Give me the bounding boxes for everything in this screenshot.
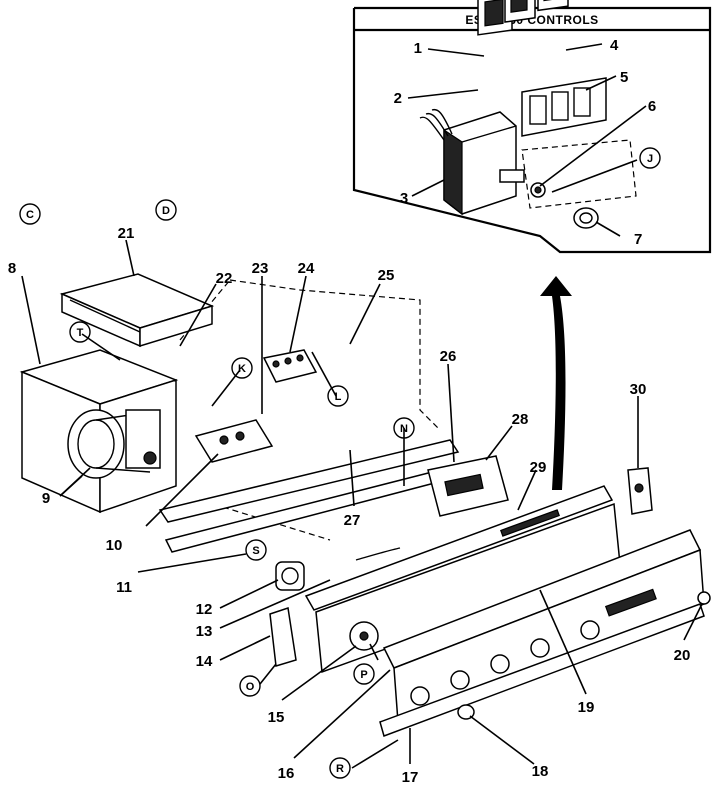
callout-24: 24 [298,260,315,277]
front-trim [379,529,705,737]
infinite-switch [419,108,525,216]
svg-text:T: T [77,327,84,339]
svg-text:D: D [162,205,170,217]
svg-text:R: R [336,763,344,775]
callout-3: 3 [400,190,408,207]
callout-18: 18 [532,763,549,780]
callout-25: 25 [378,267,395,284]
circle-label-l: L [327,385,349,407]
circled-labels: C D T K L N S O [19,147,661,779]
callout-27: 27 [344,512,361,529]
rocker-switches [477,0,569,36]
callout-21: 21 [118,225,135,242]
callout-1: 1 [414,40,422,57]
small-parts [269,547,711,720]
callout-26: 26 [440,348,457,365]
transformer-housing [59,273,215,348]
relay-board [194,419,274,463]
callout-12: 12 [196,601,213,618]
svg-text:N: N [400,423,408,435]
svg-text:O: O [246,681,255,693]
circle-label-c: C [19,203,41,225]
callout-5: 5 [620,69,628,86]
callout-9: 9 [42,490,50,507]
control-panel [304,485,621,674]
svg-text:J: J [647,153,653,165]
circle-label-d: D [155,199,177,221]
svg-text:K: K [238,363,246,375]
svg-text:P: P [360,669,367,681]
callout-28: 28 [512,411,529,428]
circle-label-n: N [393,417,415,439]
callout-30: 30 [630,381,647,398]
svg-text:C: C [26,209,34,221]
callout-17: 17 [402,769,419,786]
callout-8: 8 [8,260,16,277]
inset-panel: ESCCV30 CONTROLS [352,0,712,254]
callout-11: 11 [116,579,132,596]
svg-text:L: L [335,391,342,403]
callout-labels: 1 2 3 4 5 6 7 8 9 10 11 12 13 14 15 16 1… [8,37,691,786]
circle-label-r: R [329,757,351,779]
support-rail [158,439,460,553]
circle-label-j: J [639,147,661,169]
leader-lines [21,43,703,769]
circle-label-o: O [239,675,261,697]
circle-label-s: S [245,539,267,561]
callout-10: 10 [106,537,123,554]
svg-text:S: S [252,545,259,557]
callout-7: 7 [634,231,642,248]
callout-16: 16 [278,765,295,782]
callout-29: 29 [530,459,547,476]
callout-14: 14 [196,653,213,670]
terminal-block [262,349,318,383]
switch-bracket [521,77,607,137]
callout-20: 20 [674,647,691,664]
up-arrow [540,276,572,490]
end-bracket [627,467,653,515]
callout-6: 6 [648,98,656,115]
callout-22: 22 [216,270,233,287]
callout-13: 13 [196,623,213,640]
callout-15: 15 [268,709,285,726]
circle-label-k: K [231,357,253,379]
circle-label-p: P [353,663,375,685]
circle-label-t: T [69,321,91,343]
callout-19: 19 [578,699,595,716]
callout-23: 23 [252,260,269,277]
blower-motor [67,409,161,479]
callout-2: 2 [394,90,402,107]
clock-timer [427,455,509,517]
callout-4: 4 [610,37,619,54]
